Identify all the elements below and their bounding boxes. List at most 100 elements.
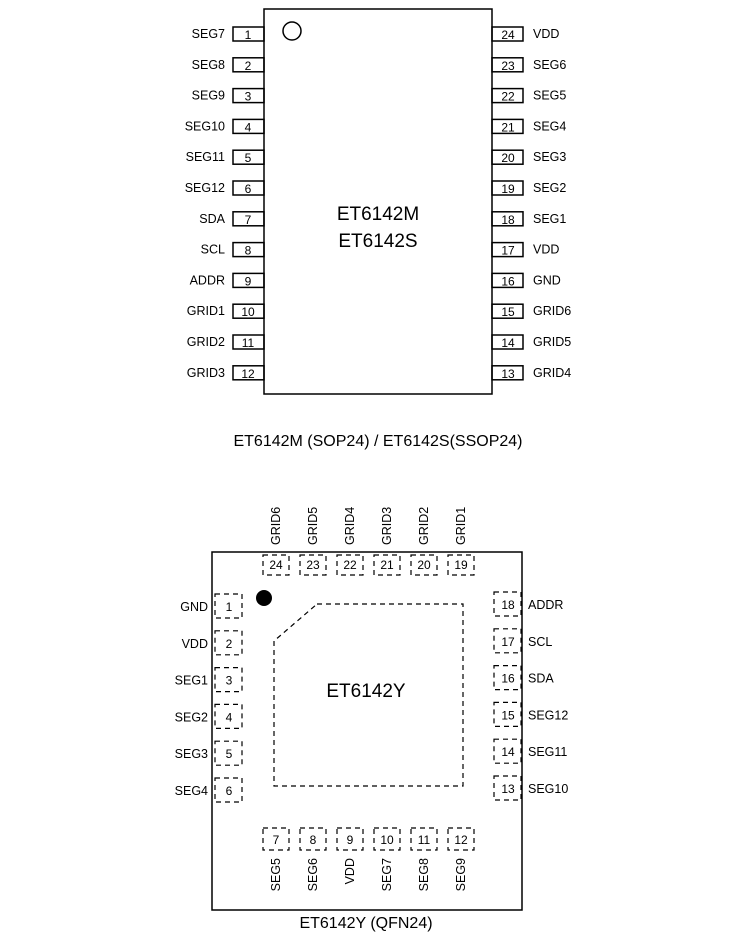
qfn-pin-label: SEG2 <box>175 710 208 724</box>
sop-pin-label: SEG7 <box>192 27 225 41</box>
qfn-pin-number: 19 <box>454 558 468 572</box>
qfn-pin-number: 21 <box>380 558 394 572</box>
qfn-pin-pad <box>214 630 243 656</box>
sop-pin-number: 7 <box>245 213 252 227</box>
qfn-pin-label: GRID6 <box>269 507 283 545</box>
sop-pin-label: SEG5 <box>533 89 566 103</box>
qfn-pin-label: SCL <box>528 635 552 649</box>
qfn-pin-number: 17 <box>501 635 515 649</box>
sop-pin-label: SEG10 <box>185 119 225 133</box>
qfn-pin-number: 11 <box>418 833 431 847</box>
sop-pin-lead <box>232 149 265 165</box>
qfn-pin-label: SEG10 <box>528 782 568 796</box>
qfn-pin-label: GRID5 <box>306 507 320 545</box>
sop-pin-lead <box>232 87 265 104</box>
sop-pin-number: 6 <box>245 182 252 196</box>
sop-pin-number: 22 <box>501 90 515 104</box>
qfn-pin-pad <box>373 554 401 576</box>
sop-pin-lead <box>232 211 265 227</box>
sop-pin-number: 5 <box>245 151 252 165</box>
sop-pin-label: SEG4 <box>533 119 566 133</box>
qfn-pin-label: GND <box>180 600 208 614</box>
sop-pin-lead <box>491 365 524 381</box>
qfn-pin-pad <box>493 628 522 654</box>
qfn-pin-label: SEG4 <box>175 784 208 798</box>
sop-pin-label: SEG8 <box>192 58 225 72</box>
qfn-pin-label: SEG1 <box>175 674 208 688</box>
sop-pin-label: VDD <box>533 243 559 257</box>
sop-pin-number: 2 <box>245 59 252 73</box>
sop-pin-label: SCL <box>201 243 225 257</box>
exposed-pad <box>273 603 464 787</box>
sop-pin-lead <box>491 334 524 350</box>
qfn-pin-pad <box>262 827 290 851</box>
qfn-pin-number: 2 <box>226 637 233 651</box>
qfn-pin-pad <box>262 554 290 576</box>
sop-pin-label: SEG6 <box>533 58 566 72</box>
sop-pin-number: 21 <box>501 120 515 134</box>
sop-pin-number: 3 <box>245 90 252 104</box>
sop-pin-number: 24 <box>501 28 515 42</box>
qfn-pin-number: 8 <box>310 833 317 847</box>
qfn24-package: ET6142Y 24GRID623GRID522GRID421GRID320GR… <box>175 507 569 932</box>
sop-chip-name-2: ET6142S <box>338 231 417 252</box>
qfn-pin-pad <box>299 554 327 576</box>
sop-pin-number: 12 <box>241 367 255 381</box>
sop-body <box>263 8 493 395</box>
qfn-pin-label: GRID4 <box>343 507 357 545</box>
sop-pin-lead <box>232 26 265 42</box>
pin1-marker-dot-icon <box>256 590 272 606</box>
sop-pin-number: 15 <box>501 305 515 319</box>
qfn-pin-label: SEG5 <box>269 858 283 891</box>
qfn-pin-number: 18 <box>501 598 515 612</box>
sop-pin-number: 13 <box>501 367 515 381</box>
qfn-pin-number: 12 <box>454 833 468 847</box>
qfn-pin-label: SEG7 <box>380 858 394 891</box>
qfn-pin-label: SDA <box>528 672 554 686</box>
qfn-pin-label: SEG8 <box>417 858 431 891</box>
qfn-pin-label: SEG3 <box>175 747 208 761</box>
sop-pin-number: 8 <box>245 244 252 258</box>
qfn-pin-pad <box>493 701 522 728</box>
qfn-pin-number: 10 <box>380 833 394 847</box>
qfn-pin-pad <box>336 827 364 851</box>
sop-pin-lead <box>232 272 265 289</box>
qfn-pin-number: 13 <box>501 782 515 796</box>
sop-pin-label: SEG3 <box>533 150 566 164</box>
sop-pin-lead <box>491 211 524 227</box>
qfn-pin-pad <box>214 740 243 766</box>
qfn-pin-label: SEG6 <box>306 858 320 891</box>
qfn-pin-number: 16 <box>501 672 515 686</box>
sop-pin-number: 17 <box>501 244 515 258</box>
sop-pin-lead <box>232 180 265 196</box>
pin1-marker-circle-icon <box>282 21 302 41</box>
sop-pin-lead <box>491 180 524 196</box>
sop-pin-label: SEG12 <box>185 181 225 195</box>
sop-pin-lead <box>491 272 524 289</box>
sop-pin-label: VDD <box>533 27 559 41</box>
sop-pin-lead <box>491 118 524 135</box>
sop-pin-lead <box>491 87 524 104</box>
qfn-pin-number: 9 <box>347 833 354 847</box>
qfn-pin-pad <box>214 777 243 803</box>
qfn-pin-label: GRID2 <box>417 507 431 545</box>
qfn-pin-label: GRID3 <box>380 507 394 545</box>
sop-pin-number: 11 <box>242 336 255 350</box>
sop-pin-number: 18 <box>501 213 515 227</box>
sop-pin-label: GND <box>533 273 561 287</box>
sop-pin-lead <box>491 303 524 319</box>
qfn-pin-number: 1 <box>226 600 233 614</box>
qfn-pin-pad <box>214 666 243 693</box>
sop-pin-number: 14 <box>501 336 515 350</box>
qfn-pin-label: VDD <box>182 637 208 651</box>
qfn-pin-label: VDD <box>343 858 357 884</box>
sop-pin-number: 20 <box>501 151 515 165</box>
sop24-package: ET6142M ET6142S 1SEG72SEG83SEG94SEG105SE… <box>185 8 571 450</box>
sop-pin-lead <box>232 118 265 135</box>
sop-pin-lead <box>491 241 524 258</box>
qfn-pin-pad <box>447 827 475 851</box>
qfn-pin-pad <box>410 827 438 851</box>
sop-pin-label: ADDR <box>190 273 225 287</box>
sop-pin-lead <box>232 241 265 258</box>
qfn-pin-pad <box>493 738 522 764</box>
